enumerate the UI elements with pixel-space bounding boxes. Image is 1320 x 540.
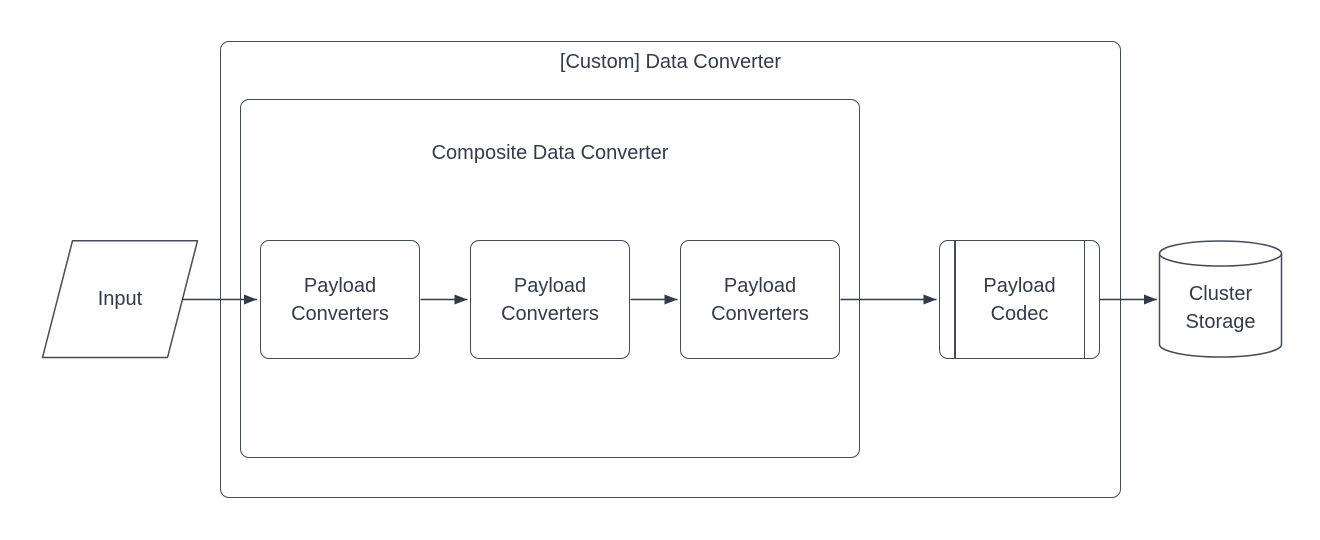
group-composite-data-converter [240,99,860,458]
node-input: Input [42,240,198,358]
node-payload-converters-1: Payload Converters [260,240,420,359]
input-parallelogram-shape [41,240,199,359]
node-payload-converters-2-label: Payload Converters [501,274,599,325]
node-payload-codec-label: Payload Codec [983,274,1056,325]
group-title-custom-data-converter: [Custom] Data Converter [559,51,782,73]
node-cluster-storage: Cluster Storage [1159,240,1282,358]
cluster-storage-cylinder-shape [1158,240,1283,358]
node-payload-converters-1-label: Payload Converters [291,274,389,325]
predefined-process-right-bar [1083,241,1085,358]
predefined-process-left-bar [954,241,956,358]
group-title-composite-data-converter: Composite Data Converter [431,142,669,164]
node-cluster-storage-label: Cluster Storage [1185,282,1256,333]
node-payload-converters-3: Payload Converters [680,240,840,359]
node-payload-converters-3-label: Payload Converters [711,274,809,325]
node-input-label: Input [97,288,143,310]
node-payload-converters-2: Payload Converters [470,240,630,359]
group-custom-data-converter [220,41,1121,498]
node-payload-codec: Payload Codec [939,240,1100,359]
